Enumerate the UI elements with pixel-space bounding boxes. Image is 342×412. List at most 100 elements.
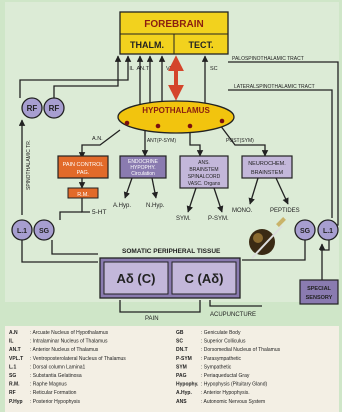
rm-box: R.M. — [67, 187, 99, 199]
legend-definition: : Autonomic Nervous System — [201, 399, 265, 405]
legend-definition: : Superior Colliculus — [201, 339, 246, 345]
legend-definition: : Periaqueductal Gray — [201, 373, 250, 379]
endocrine-line1: ENDOCRINE — [128, 159, 159, 165]
output-peptides: PEPTIDES — [270, 208, 300, 214]
neurochem-line1: NEUROCHEM. — [248, 161, 286, 167]
legend-abbr: A.N — [9, 330, 18, 336]
rf-left-label: RF — [27, 104, 38, 113]
somatic-box: Aδ (C) C (Aδ) — [99, 257, 241, 299]
sg-left-node: SG — [33, 219, 55, 241]
legend-definition: : Sympathetic — [201, 364, 232, 370]
pain-label: PAIN — [145, 316, 159, 322]
sg-right-node: SG — [294, 219, 316, 241]
legend-abbr: P-SYM — [176, 356, 192, 362]
label-vpl-t: VPL.T — [166, 66, 182, 72]
l1-left-label: L.1 — [17, 228, 27, 235]
ans-box: ANS. BRAINSTEM SPINALCORD VASC. Organs — [179, 155, 229, 189]
legend-abbr: L.1 — [9, 364, 16, 370]
label-post-sym: POST(SYM) — [226, 138, 254, 144]
output-5ht: 5-HT — [92, 209, 106, 216]
rf-left-node: RF — [21, 97, 43, 119]
legend-abbr: R.M. — [9, 382, 20, 388]
legend-abbr: Hypophy. — [176, 382, 199, 388]
legend-abbr: SG — [9, 373, 16, 379]
legend-definition: : Geniculate Body — [201, 330, 241, 336]
legend-abbr: PAG — [176, 373, 187, 379]
special-line1: SPECIAL — [307, 286, 331, 292]
legend-abbr: A.Hyp. — [176, 390, 192, 396]
paleo-tract-label: PALOSPINOTHALAMIC TRACT — [232, 56, 304, 62]
legend-abbr: VPL.T — [9, 356, 23, 362]
l1-left-node: L.1 — [11, 219, 33, 241]
endocrine-line2: HYPOPHY. — [130, 165, 155, 171]
output-ahyp: A.Hyp. — [113, 203, 131, 209]
sg-left-label: SG — [39, 228, 50, 235]
legend-definition: : Dorsomedial Nucleus of Thalamus — [201, 347, 281, 353]
neurochem-box: NEUROCHEM. BRAINSTEM — [241, 155, 293, 179]
label-spinothalamic: SPINOTHALAMIC TR. — [26, 140, 32, 190]
label-il: IL — [129, 66, 134, 72]
special-sensory-box: SPECIAL SENSORY — [299, 279, 339, 305]
hypothalamus-label: HYPOTHALAMUS — [142, 106, 210, 115]
output-sym: SYM. — [176, 216, 191, 222]
acupuncture-needle-icon — [249, 217, 286, 259]
l1-right-label: L.1 — [323, 228, 333, 235]
legend-abbr: SC — [176, 339, 183, 345]
legend-definition: : Raphe Magnus — [30, 382, 67, 388]
hypothalamus-node: HYPOTHALAMUS — [117, 100, 235, 134]
label-sc: SC — [210, 66, 218, 72]
endocrine-box: ENDOCRINE HYPOPHY. Circulation — [119, 155, 167, 179]
forebrain-box: FOREBRAIN THALM. TECT. — [119, 11, 229, 55]
legend-abbr: P.Hyp — [9, 399, 23, 405]
legend-definition: : Parasympathetic — [201, 356, 242, 362]
ans-line4: VASC. Organs — [188, 181, 221, 187]
pain-control-line1: PAIN CONTROL — [63, 162, 104, 168]
pain-control-box: PAIN CONTROL PAG. — [57, 155, 109, 179]
legend-definition: : Arcuate Nucleus of Hypothalamus — [30, 330, 109, 336]
legend-definition: : Anterior Hypophysis. — [201, 390, 250, 396]
legend-definition: : Hypophysis (Pituitary Gland) — [201, 382, 267, 388]
rf-right-label: RF — [49, 104, 60, 113]
ans-line1: ANS. — [198, 160, 210, 166]
acupuncture-label: ACUPUNCTURE — [210, 312, 256, 318]
legend-definition: : Dorsal column Lamina1 — [30, 364, 86, 370]
output-mono: MONO. — [232, 208, 253, 214]
legend-definition: : Substantia Gelatinosa — [30, 373, 82, 379]
legend-definition: : Posterior Hypophysis — [30, 399, 81, 405]
output-nhyp: N.Hyp. — [146, 203, 165, 209]
ans-line2: BRAINSTEM — [189, 167, 218, 173]
label-an-t: AN.T — [136, 66, 149, 72]
endocrine-line3: Circulation — [131, 171, 155, 177]
connector-lines — [18, 55, 339, 313]
legend-definition: : Intralaminar Nucleus of Thalamus — [30, 339, 108, 345]
lateral-tract-label: LATERALSPINOTHALAMIC TRACT — [234, 84, 315, 90]
legend-abbr: SYM — [176, 364, 187, 370]
legend-definition: : Ventroposterolateral Nucleus of Thalam… — [30, 356, 126, 362]
legend-abbr: GB — [176, 330, 184, 336]
legend-abbr: IL — [9, 339, 13, 345]
a-delta-c-label: Aδ (C) — [117, 271, 156, 286]
legend-abbr: RF — [9, 390, 16, 396]
tectum-label: TECT. — [188, 40, 213, 50]
forebrain-title: FOREBRAIN — [144, 19, 203, 30]
rf-right-node: RF — [43, 97, 65, 119]
legend-abbr: DN.T — [176, 347, 188, 353]
legend-definition: : Anterior Nucleus of Thalamus — [30, 347, 99, 353]
rm-label: R.M. — [77, 192, 89, 198]
somatic-title: SOMATIC PERIPHERAL TISSUE — [122, 248, 221, 255]
legend-definition: : Reticular Formation — [30, 390, 77, 396]
label-an: A.N. — [92, 136, 103, 142]
label-antp-sym: ANT(P-SYM) — [147, 138, 177, 144]
neurochem-line2: BRAINSTEM — [251, 170, 284, 176]
special-line2: SENSORY — [306, 295, 333, 301]
sg-right-label: SG — [300, 228, 311, 235]
ans-line3: SPINALCORD — [188, 174, 221, 180]
thalamus-label: THALM. — [130, 40, 164, 50]
legend-panel — [5, 326, 339, 412]
legend-abbr: AN.T — [9, 347, 21, 353]
l1-right-node: L.1 — [317, 219, 339, 241]
